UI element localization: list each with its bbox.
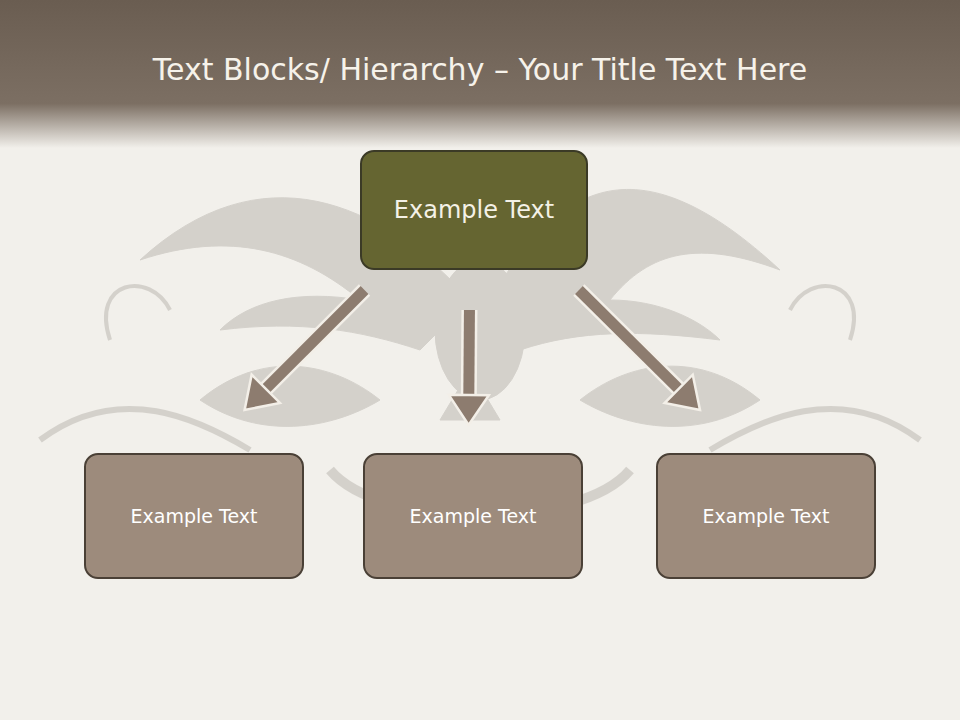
- box-text: Example Text: [394, 196, 554, 224]
- block-arrow: [579, 290, 700, 410]
- box-text: Example Text: [131, 505, 258, 527]
- arrow-head: [665, 375, 700, 410]
- arrow-outline: [264, 290, 364, 390]
- child-box: Example Text: [363, 453, 583, 579]
- arrow-shaft: [463, 310, 475, 397]
- header-band: [0, 0, 960, 148]
- arrow-shaft: [264, 290, 364, 390]
- arrow-shaft: [579, 290, 680, 390]
- arrow-outline: [461, 310, 478, 397]
- block-arrow: [449, 310, 489, 425]
- block-arrow: [245, 290, 365, 410]
- arrow-head: [449, 395, 489, 425]
- slide-title: Text Blocks/ Hierarchy – Your Title Text…: [0, 52, 960, 87]
- arrow-outline: [579, 290, 680, 390]
- child-box: Example Text: [84, 453, 304, 579]
- parent-box: Example Text: [360, 150, 588, 270]
- arrow-head: [245, 375, 280, 410]
- child-box: Example Text: [656, 453, 876, 579]
- box-text: Example Text: [703, 505, 830, 527]
- box-text: Example Text: [410, 505, 537, 527]
